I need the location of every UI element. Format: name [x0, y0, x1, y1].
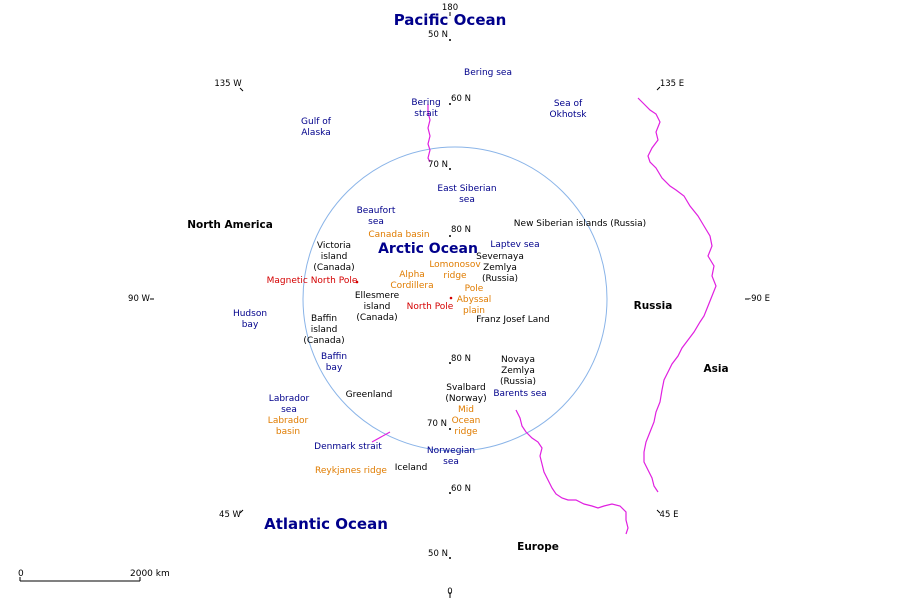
russia-label: Russia	[633, 300, 673, 312]
bering-strait-label: Bering strait	[411, 98, 441, 119]
pole-abyssal-plain-label: Pole Abyssal plain	[456, 284, 492, 316]
lon-90e-label: -90 E	[748, 294, 770, 304]
arctic-ocean-label: Arctic Ocean	[378, 241, 478, 257]
lat-70n-bottom-label: 70 N	[427, 419, 447, 429]
denmark-strait-label: Denmark strait	[314, 442, 382, 452]
reykjanes-ridge-label: Reykjanes ridge	[315, 466, 387, 476]
scale-end-label: 2000 km	[130, 569, 170, 579]
longitude-ticks	[150, 12, 749, 598]
greenland-label: Greenland	[345, 390, 393, 400]
east-siberian-sea-label: East Siberian sea	[437, 184, 497, 205]
ellesmere-island-label: Ellesmere island (Canada)	[354, 291, 400, 323]
tick-60n-bottom	[449, 492, 451, 494]
magnetic-north-pole-label: Magnetic North Pole	[266, 276, 358, 286]
lon-135w-label: 135 W	[214, 79, 242, 89]
lat-80n-bottom-label: 80 N	[451, 354, 471, 364]
denmark-strait-line	[371, 431, 391, 443]
lat-70n-top-label: 70 N	[428, 160, 448, 170]
mid-ocean-ridge-label: Mid Ocean ridge	[451, 405, 481, 437]
tick-45w	[239, 509, 244, 514]
tick-50n-bottom	[449, 557, 451, 559]
novaya-zemlya-label: Novaya Zemlya (Russia)	[500, 355, 536, 387]
atlantic-ocean-label: Atlantic Ocean	[264, 515, 388, 533]
lat-50n-top-label: 50 N	[428, 30, 448, 40]
tick-60n-top	[449, 103, 451, 105]
baffin-bay-label: Baffin bay	[320, 352, 348, 373]
north-pole-label: North Pole	[406, 302, 454, 312]
tick-70n-bottom	[449, 428, 451, 430]
severnaya-zemlya-label: Severnaya Zemlya (Russia)	[476, 252, 524, 284]
lon-90w-label: 90 W	[128, 294, 150, 304]
baffin-island-label: Baffin island (Canada)	[303, 314, 345, 346]
arctic-circle	[302, 146, 608, 452]
beaufort-sea-label: Beaufort sea	[356, 206, 396, 227]
svalbard-label: Svalbard (Norway)	[445, 383, 487, 404]
bering-sea-label: Bering sea	[464, 68, 512, 78]
alpha-cordillera-label: Alpha Cordillera	[390, 270, 434, 291]
north-pole-marker	[449, 296, 453, 300]
barents-sea-label: Barents sea	[493, 389, 547, 399]
iceland-label: Iceland	[394, 463, 428, 473]
tick-135w	[239, 87, 244, 92]
lat-50n-bottom-label: 50 N	[428, 549, 448, 559]
franz-josef-land-label: Franz Josef Land	[476, 315, 550, 325]
bering-strait-line	[427, 104, 431, 163]
asia-europe-border-line	[637, 97, 717, 493]
lon-135e-label: 135 E	[659, 79, 685, 89]
graticule-points	[449, 39, 451, 559]
laptev-sea-label: Laptev sea	[490, 240, 540, 250]
lomonosov-ridge-label: Lomonosov ridge	[429, 260, 481, 281]
scale-bar	[19, 577, 141, 582]
victoria-island-label: Victoria island (Canada)	[313, 241, 355, 273]
europe-label: Europe	[517, 541, 559, 553]
tick-70n-top	[449, 168, 451, 170]
norwegian-sea-label: Norwegian sea	[426, 446, 476, 467]
north-america-label: North America	[187, 219, 273, 231]
labrador-sea-label: Labrador sea	[268, 394, 310, 415]
tick-50n-top	[449, 39, 451, 41]
new-siberian-islands-label: New Siberian islands (Russia)	[513, 219, 647, 229]
scale-start-label: 0	[18, 569, 24, 579]
tick-80n-top	[449, 235, 451, 237]
europe-border-line	[515, 409, 629, 535]
canada-basin-label: Canada basin	[368, 230, 430, 240]
lat-80n-top-label: 80 N	[451, 225, 471, 235]
magnetic-pole-marker	[355, 280, 359, 284]
tick-135e	[656, 86, 661, 91]
asia-label: Asia	[703, 363, 729, 375]
sea-of-okhotsk-label: Sea of Okhotsk	[549, 99, 587, 120]
pacific-ocean-label: Pacific Ocean	[393, 11, 507, 29]
tick-45e	[656, 509, 661, 514]
lon-180-label: 180	[441, 3, 459, 13]
lon-0-label: 0	[447, 587, 453, 597]
lat-60n-bottom-label: 60 N	[451, 484, 471, 494]
tick-80n-bottom	[449, 362, 451, 364]
lat-60n-top-label: 60 N	[451, 94, 471, 104]
lon-45e-label: 45 E	[659, 510, 679, 520]
lon-45w-label: 45 W	[219, 510, 241, 520]
hudson-bay-label: Hudson bay	[232, 309, 268, 330]
gulf-of-alaska-label: Gulf of Alaska	[301, 117, 331, 138]
labrador-basin-label: Labrador basin	[267, 416, 309, 437]
